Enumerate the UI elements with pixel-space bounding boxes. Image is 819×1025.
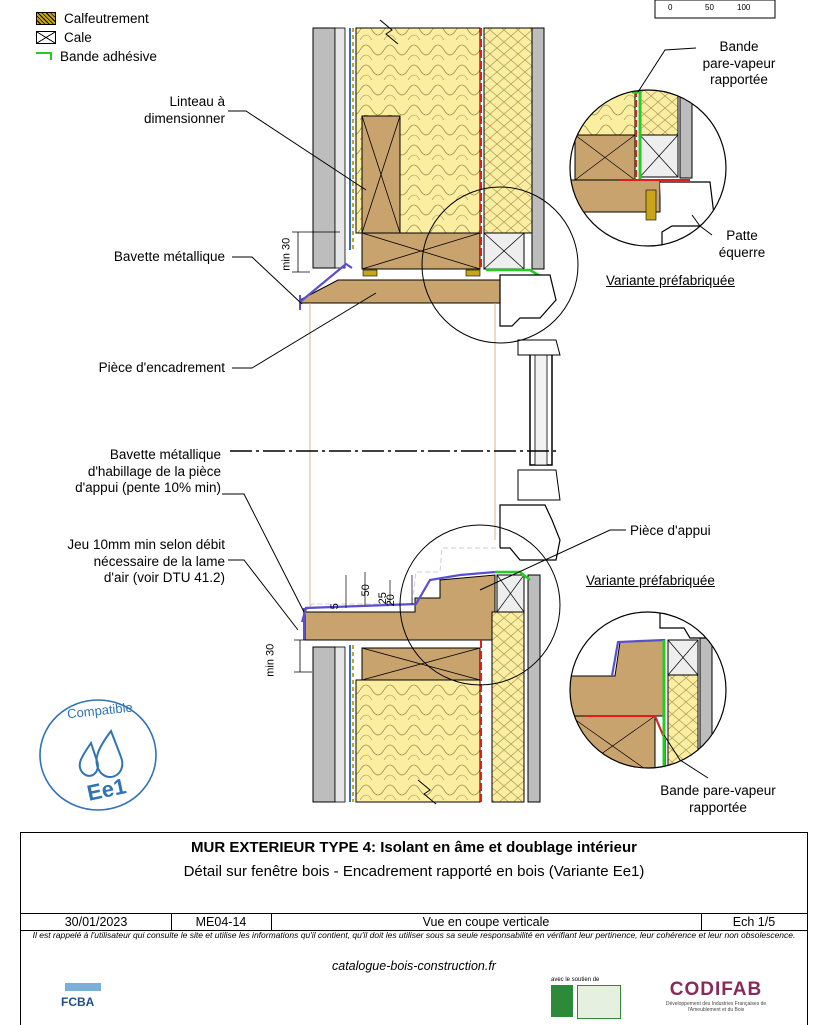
codifab-logo-text: CODIFAB [669,979,763,1000]
label-piece-encadrement: Pièce d'encadrement [98,360,225,375]
dim-min30-top: min 30 [280,237,293,271]
badge-icon [39,699,157,811]
tape-swatch-icon [36,52,52,60]
fcba-logo-text: FCBA [61,995,95,1009]
sill [300,547,500,641]
lower-wall [312,570,541,805]
label-bande-top: Bande pare-vapeur rapportée [702,39,776,87]
shim-swatch-icon [36,30,56,44]
caulk-swatch-icon [36,11,56,25]
legend-item-calfeutrement: Calfeutrement [36,9,149,27]
dim-min30-bottom: min 30 [264,643,277,677]
scale-tick-0: 0 [668,3,673,12]
compatible-ee1-badge: Compatible Ee1 [35,695,161,815]
detail-circle-bottom-ref [399,524,561,686]
dimension-min30-bottom [294,639,320,673]
view-type: Vue en coupe verticale [271,914,702,930]
legend-label: Cale [64,29,92,45]
codifab-logo: CODIFAB Développement des Industries Fra… [651,979,781,1023]
disclaimer: Il est rappelé à l'utilisateur qui consu… [32,930,796,940]
reference: ME04-14 [171,914,272,930]
label-bavette-habillage: Bavette métallique d'habillage de la piè… [75,447,221,495]
label-jeu: Jeu 10mm min selon débit nécessaire de l… [67,537,225,585]
dim-5: 5 [328,603,341,610]
info-row: 30/01/2023 ME04-14 Vue en coupe vertical… [21,913,807,931]
label-variante-bottom: Variante préfabriquée [586,573,715,588]
legend-item-cale: Cale [36,28,92,46]
date: 30/01/2023 [21,914,172,930]
sponsor-emblem-icon [551,985,573,1017]
dim-20: 20 [384,594,397,607]
detail-circle-top-ref [421,186,579,344]
label-bavette: Bavette métallique [113,249,225,264]
codifab-subtitle: Développement des Industries Françaises … [665,1001,767,1013]
drawing-title: MUR EXTERIEUR TYPE 4: Isolant en âme et … [191,839,637,856]
fcba-logo: FCBA [61,983,105,1021]
window-frame-top [499,274,561,466]
variant-zoom-bottom [569,611,727,769]
label-linteau: Linteau à dimensionner [143,94,225,126]
scale: Ech 1/5 [732,915,776,929]
leader-lines [222,47,713,779]
scale-tick-100: 100 [737,3,751,12]
label-piece-appui: Pièce d'appui [630,523,711,538]
upper-wall [312,19,545,278]
fcba-logo-stripe-icon [65,983,101,991]
sponsor-caption: avec le soutien de [551,977,600,983]
legend-item-bande: Bande adhésive [36,47,157,65]
title-block: MUR EXTERIEUR TYPE 4: Isolant en âme et … [20,832,808,1025]
label-variante-top: Variante préfabriquée [606,273,735,288]
drawing-subtitle: Détail sur fenêtre bois - Encadrement ra… [183,863,645,880]
legend-label: Bande adhésive [60,48,157,64]
label-bande-bottom: Bande pare-vapeur rapportée [660,783,776,815]
label-patte: Patte équerre [718,228,766,260]
dim-50: 50 [359,584,372,597]
dimension-min30-top [292,231,340,273]
sponsor-panel-icon [577,985,621,1019]
website-link[interactable]: catalogue-bois-construction.fr [332,959,496,973]
scale-bar: 0 50 100 [654,0,776,19]
section-drawing: 0 50 100 [222,0,776,805]
scale-tick-50: 50 [705,3,714,12]
legend-label: Calfeutrement [64,10,149,26]
window-frame-bottom [499,469,561,561]
sponsor-logo: avec le soutien de [551,977,621,1021]
